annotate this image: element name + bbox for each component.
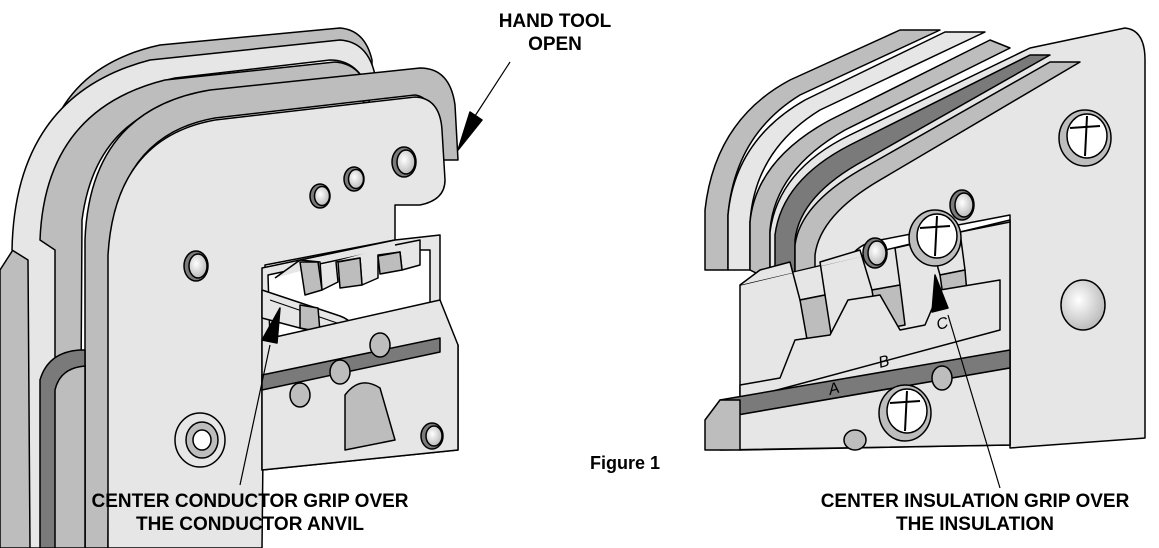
right-screws xyxy=(843,109,1112,451)
right-back-band-3 xyxy=(749,39,1011,281)
insulation-grip-leader xyxy=(947,314,1001,489)
low-screw xyxy=(878,384,932,442)
conductor-grip-arrowhead xyxy=(261,307,281,344)
insulation-grip-arrowhead xyxy=(931,274,949,313)
right-base-step xyxy=(704,399,741,451)
die-letter-b: B xyxy=(877,353,892,372)
insulation-grip-line2: THE INSULATION xyxy=(896,514,1054,535)
conductor-grip-label: CENTER CONDUCTOR GRIP OVER THE CONDUCTOR… xyxy=(55,490,445,536)
lower-left-screw xyxy=(174,412,226,468)
conductor-grip-leader xyxy=(239,344,271,486)
hand-tool-label-line1: HAND TOOL xyxy=(498,11,612,32)
right-back-band-2 xyxy=(727,31,986,271)
conductor-grip-line2: THE CONDUCTOR ANVIL xyxy=(136,514,364,535)
insulation-grip-line1: CENTER INSULATION GRIP OVER xyxy=(820,491,1130,512)
right-back-band-1 xyxy=(704,29,941,271)
right-front-band xyxy=(774,54,1051,301)
insulation-grip-label: CENTER INSULATION GRIP OVER THE INSULATI… xyxy=(795,490,1155,536)
lower-jaw-mid xyxy=(54,365,86,548)
die-shadow-2 xyxy=(337,257,363,289)
figure-caption-text: Figure 1 xyxy=(589,453,660,473)
right-tool-view: A B C xyxy=(704,27,1146,489)
hand-tool-label-line2: OPEN xyxy=(528,34,582,55)
die-letter-c: C xyxy=(935,314,951,334)
die-shadow-3 xyxy=(377,251,403,275)
right-front-band-light xyxy=(794,61,1081,301)
die-shadow-1 xyxy=(299,261,323,296)
hand-tool-leader xyxy=(474,61,511,117)
hand-tool-arrowhead xyxy=(457,111,483,151)
left-holes xyxy=(183,146,444,450)
left-tool-view xyxy=(0,27,511,548)
figure-caption: Figure 1 xyxy=(570,452,680,475)
lower-anvil-notch xyxy=(344,382,396,451)
conductor-grip-line1: CENTER CONDUCTOR GRIP OVER xyxy=(91,491,409,512)
top-screw xyxy=(1058,109,1112,167)
hand-tool-open-label: HAND TOOL OPEN xyxy=(495,10,615,56)
mid-screw xyxy=(908,209,962,267)
die-letter-a: A xyxy=(826,380,842,399)
